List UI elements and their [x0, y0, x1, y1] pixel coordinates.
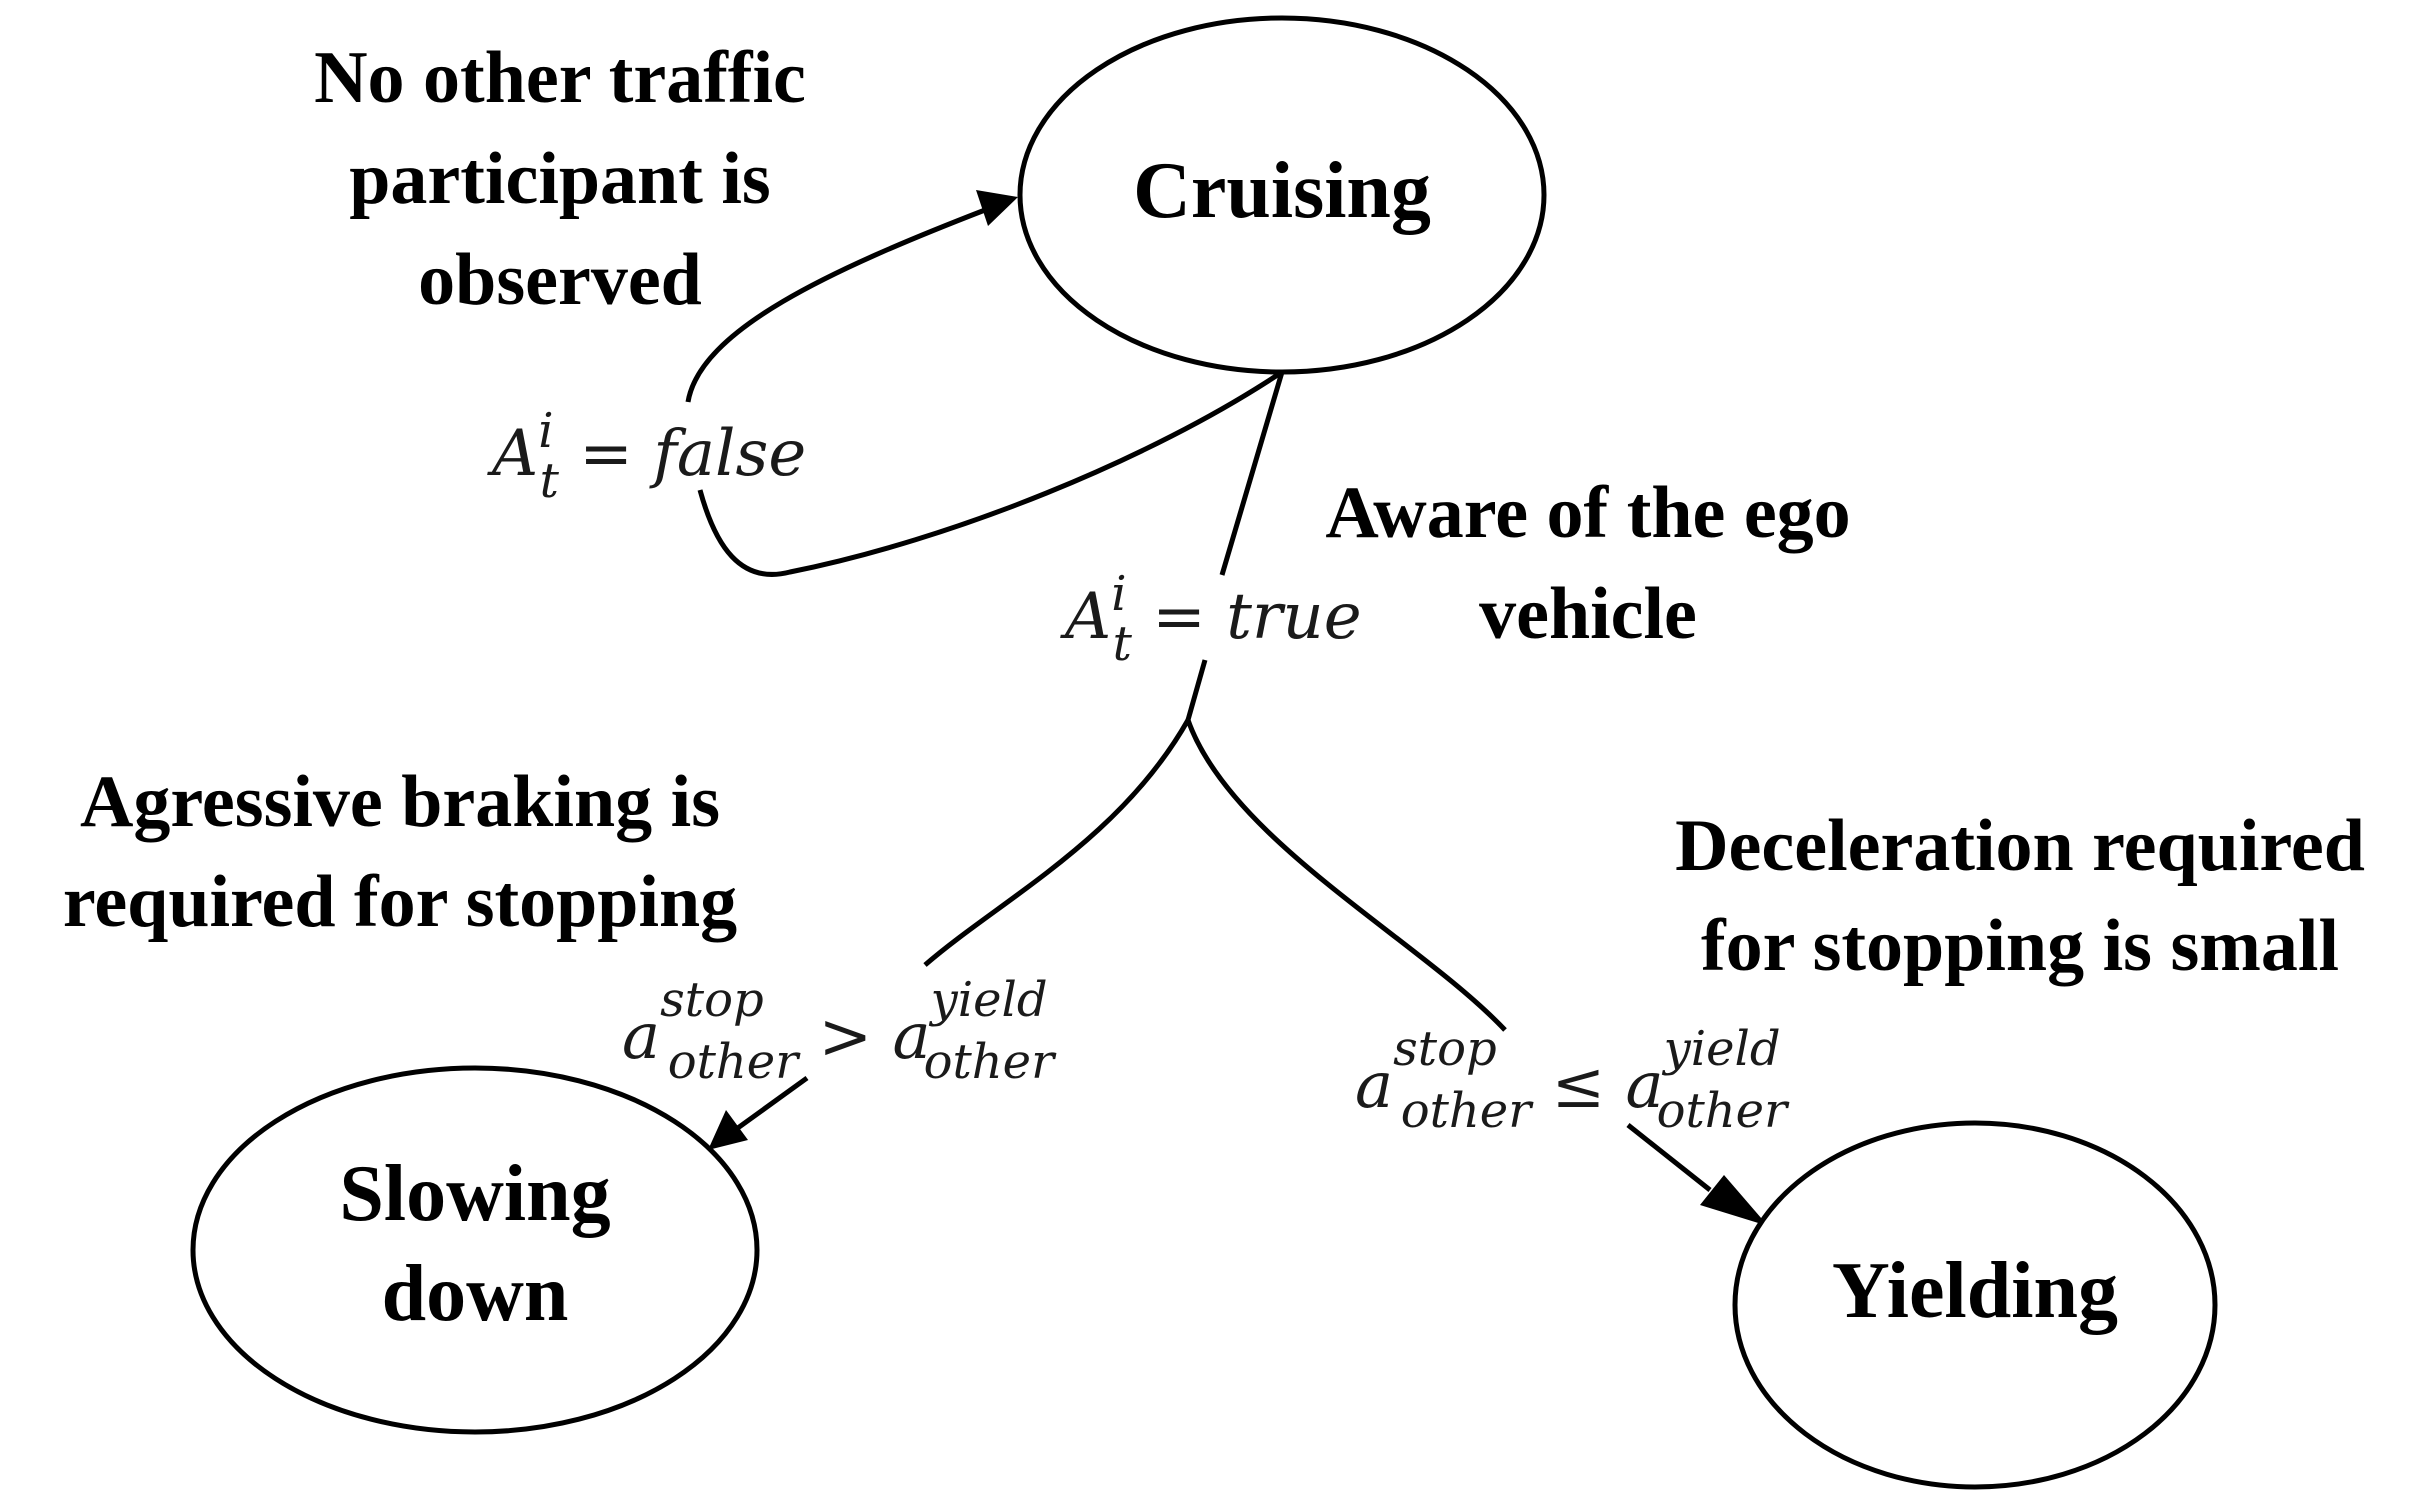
arrowhead-to-cruising: [976, 190, 1018, 226]
node-yielding[interactable]: [1732, 1120, 2218, 1490]
node-slowing-down-label-line2: down: [382, 1250, 569, 1338]
note-no-traffic-line2: participant is: [349, 138, 770, 220]
node-slowing-down-label-line1: Slowing: [339, 1150, 610, 1238]
edge-cruising-self-loop: [697, 369, 1284, 577]
svg-text:Ait = true: Ait = true: [1060, 566, 1362, 672]
edge-to-slowing: [923, 718, 1191, 967]
node-slowing-down[interactable]: [190, 1065, 760, 1435]
note-no-traffic-line1: No other traffic: [314, 37, 806, 119]
arrowhead-to-yielding: [1700, 1175, 1768, 1226]
note-no-traffic-line3: observed: [418, 239, 702, 321]
note-deceleration-line1: Deceleration required: [1675, 805, 2365, 887]
edge-cruising-self-loop-return: [685, 207, 986, 403]
node-yielding-label: Yielding: [1832, 1247, 2118, 1335]
svg-text:Ait = false: Ait = false: [487, 403, 806, 509]
note-aware-line2: vehicle: [1479, 573, 1697, 655]
node-cruising[interactable]: [1017, 15, 1547, 375]
edge-to-yielding: [1185, 719, 1507, 1032]
arrowhead-to-slowing: [708, 1110, 748, 1150]
note-deceleration-line2: for stopping is small: [1701, 905, 2339, 987]
note-aware-line1: Aware of the ego: [1325, 472, 1850, 554]
note-aggressive-line2: required for stopping: [63, 861, 737, 943]
edge-split-stem: [1185, 659, 1208, 721]
node-cruising-label: Cruising: [1133, 147, 1431, 235]
edge-to-slowing-tail: [733, 1075, 809, 1133]
note-aggressive-line1: Agressive braking is: [80, 761, 720, 843]
edge-to-yielding-tail: [1626, 1123, 1712, 1192]
edge-cruising-down: [1219, 371, 1285, 576]
